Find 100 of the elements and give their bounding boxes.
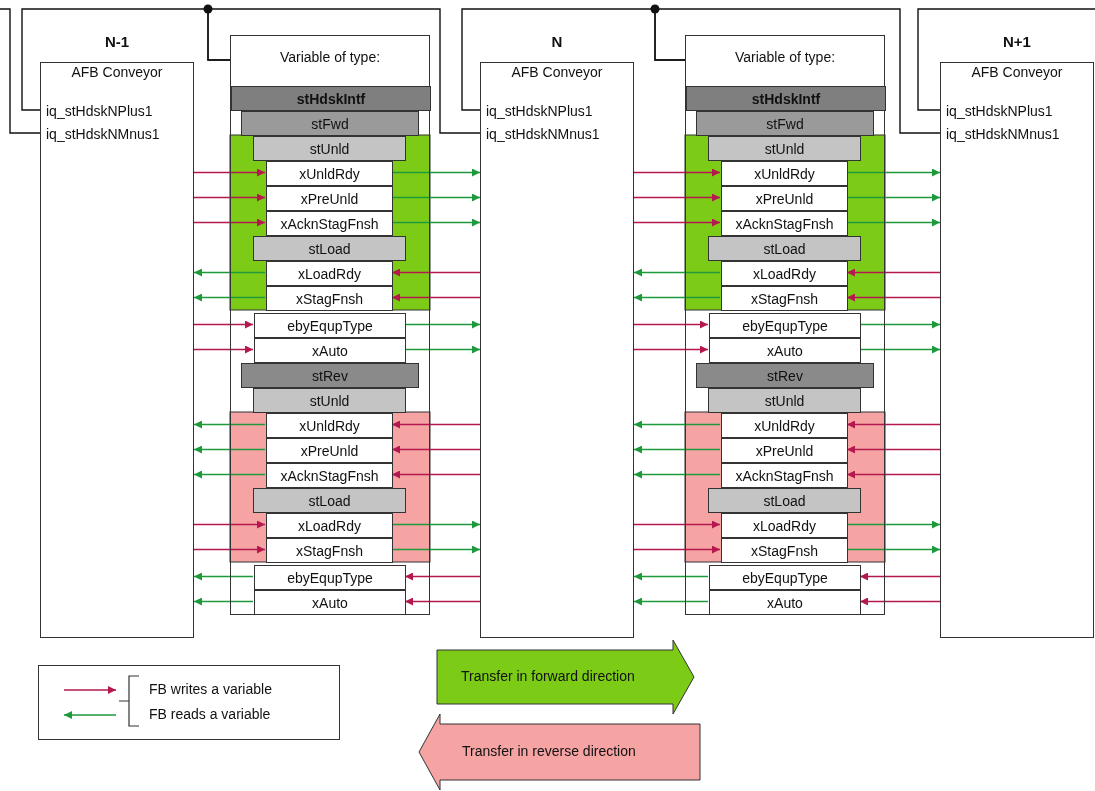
arrow [193, 293, 266, 302]
struct-member-bar: stLoad [253, 236, 406, 261]
arrow [846, 168, 941, 177]
legend-text: FB reads a variable [149, 706, 271, 722]
arrow [404, 597, 481, 606]
arrow [391, 293, 481, 302]
arrow [193, 470, 266, 479]
arrow [391, 193, 481, 202]
variable-cell: xUnldRdy [721, 161, 848, 186]
arrow [846, 293, 941, 302]
struct-heading: Variable of type: [733, 49, 837, 65]
variable-cell: xAcknStagFnsh [266, 211, 393, 236]
struct-heading: Variable of type: [278, 49, 382, 65]
arrow [193, 572, 254, 581]
arrow [391, 218, 481, 227]
struct-member-bar: stFwd [696, 111, 874, 136]
block-heading: N+1 [1002, 33, 1032, 50]
variable-cell: xStagFnsh [721, 286, 848, 311]
variable-cell: xLoadRdy [266, 513, 393, 538]
arrow [193, 320, 254, 329]
struct-member-bar: stFwd [241, 111, 419, 136]
legend-text: FB writes a variable [149, 681, 272, 697]
arrow [633, 168, 721, 177]
port-label: iq_stHdskNPlus1 [41, 100, 153, 122]
struct-member-bar: stHdskIntf [231, 86, 431, 111]
arrow [193, 597, 254, 606]
arrow [193, 545, 266, 554]
banner-label: Transfer in reverse direction [462, 743, 636, 759]
arrow [633, 572, 709, 581]
variable-cell: xUnldRdy [721, 413, 848, 438]
banner-label: Transfer in forward direction [461, 668, 635, 684]
arrow [846, 445, 941, 454]
variable-cell: xAuto [709, 338, 861, 363]
block-title: AFB Conveyor [970, 64, 1064, 80]
arrow [391, 420, 481, 429]
variable-cell: xAuto [254, 338, 406, 363]
arrow [846, 520, 941, 529]
arrow [633, 445, 721, 454]
arrow [391, 520, 481, 529]
variable-cell: ebyEqupType [709, 565, 861, 590]
struct-member-bar: stRev [241, 363, 419, 388]
arrow [391, 445, 481, 454]
struct-member-bar: stUnld [253, 388, 406, 413]
arrow [193, 420, 266, 429]
variable-cell: xStagFnsh [721, 538, 848, 563]
port-label: iq_stHdskNPlus1 [941, 100, 1053, 122]
wire [917, 8, 1095, 111]
port-label: iq_stHdskNMnus1 [481, 123, 600, 145]
struct-member-bar: stLoad [253, 488, 406, 513]
variable-cell: xUnldRdy [266, 413, 393, 438]
struct-member-bar: stLoad [708, 488, 861, 513]
arrow [633, 597, 709, 606]
variable-cell: ebyEqupType [254, 565, 406, 590]
arrow [193, 168, 266, 177]
arrow [391, 470, 481, 479]
arrow [633, 293, 721, 302]
variable-cell: ebyEqupType [254, 313, 406, 338]
variable-cell: xLoadRdy [721, 261, 848, 286]
block-title: AFB Conveyor [70, 64, 164, 80]
variable-cell: xAcknStagFnsh [721, 211, 848, 236]
port-label: iq_stHdskNMnus1 [941, 123, 1060, 145]
arrow [633, 520, 721, 529]
wire [654, 8, 941, 134]
arrow [193, 345, 254, 354]
arrow [859, 345, 941, 354]
arrow [633, 268, 721, 277]
arrow [859, 597, 941, 606]
block-title: AFB Conveyor [510, 64, 604, 80]
struct-box [685, 35, 885, 615]
arrow [193, 445, 266, 454]
variable-cell: ebyEqupType [709, 313, 861, 338]
arrow [846, 545, 941, 554]
arrow [633, 218, 721, 227]
block-heading: N [550, 33, 564, 50]
arrow [633, 193, 721, 202]
variable-cell: xPreUnld [721, 186, 848, 211]
port-label: iq_stHdskNMnus1 [41, 123, 160, 145]
variable-cell: xLoadRdy [721, 513, 848, 538]
block-heading: N-1 [103, 33, 131, 50]
variable-cell: xPreUnld [721, 438, 848, 463]
arrow [404, 572, 481, 581]
arrow [193, 520, 266, 529]
variable-cell: xPreUnld [266, 438, 393, 463]
arrow [846, 470, 941, 479]
arrow [193, 193, 266, 202]
variable-cell: xAcknStagFnsh [266, 463, 393, 488]
direction-banner [418, 714, 700, 790]
arrow [633, 345, 709, 354]
variable-cell: xUnldRdy [266, 161, 393, 186]
arrow [391, 545, 481, 554]
arrow [193, 218, 266, 227]
struct-member-bar: stLoad [708, 236, 861, 261]
variable-cell: xStagFnsh [266, 286, 393, 311]
variable-cell: xAcknStagFnsh [721, 463, 848, 488]
port-label: iq_stHdskNPlus1 [481, 100, 593, 122]
wire [0, 8, 41, 134]
variable-cell: xPreUnld [266, 186, 393, 211]
arrow [859, 320, 941, 329]
arrow [391, 268, 481, 277]
struct-member-bar: stUnld [253, 136, 406, 161]
